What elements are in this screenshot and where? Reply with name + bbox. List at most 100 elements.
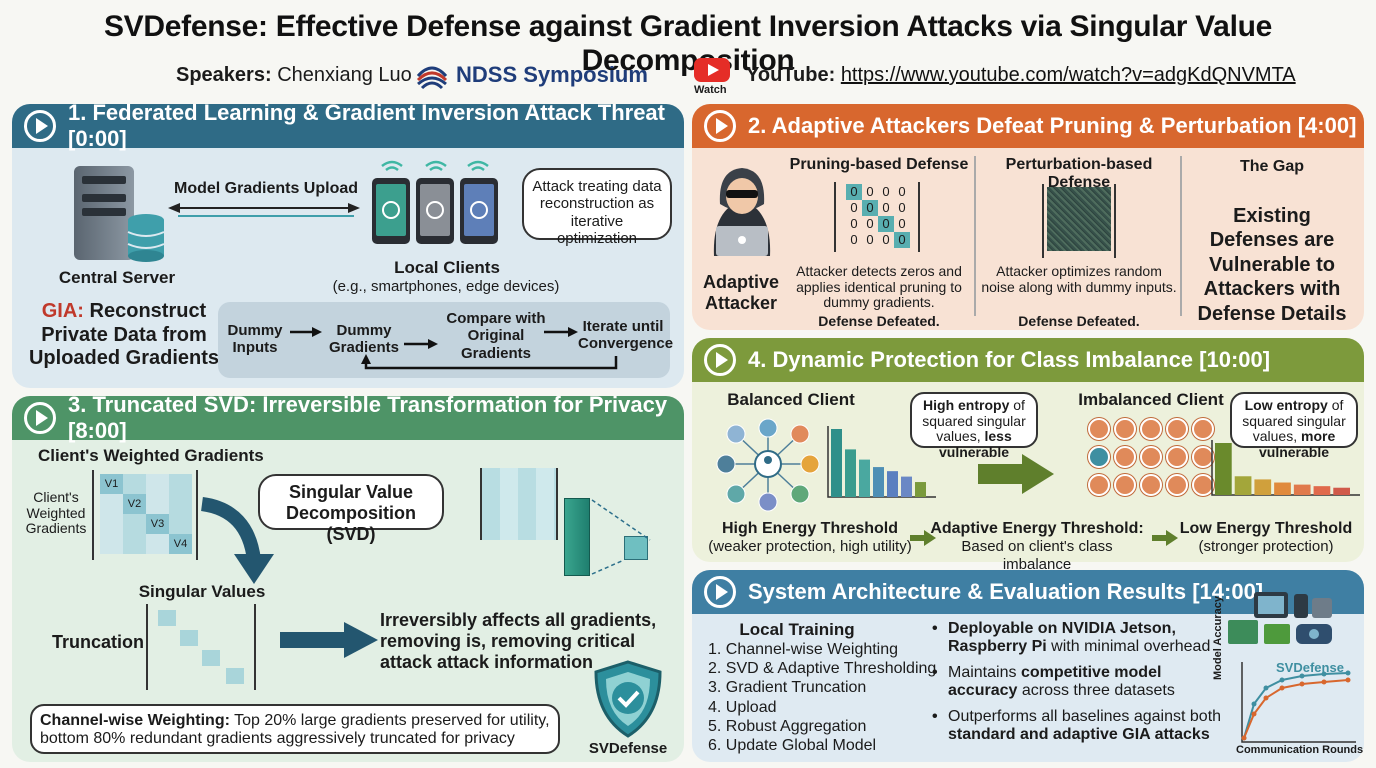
hacker-icon <box>702 160 782 260</box>
singular-values-label: Singular Values <box>138 582 266 601</box>
matrix-v1: V1 <box>100 474 123 494</box>
cwg-title: Client's Weighted Gradients <box>38 446 264 465</box>
accuracy-point <box>1263 685 1269 691</box>
truncation-label: Truncation <box>52 632 145 652</box>
step-item: 2. SVD & Adaptive Thresholding <box>708 660 937 678</box>
results-list: Deployable on NVIDIA Jetson, Raspberry P… <box>932 620 1232 751</box>
u-matrix <box>480 468 558 540</box>
cw-text: Top 20% large gradients preserved for ut… <box>40 712 550 748</box>
balanced-bubble: High entropy of squared singular values,… <box>910 392 1038 460</box>
youtube-icon <box>694 58 730 82</box>
imbalanced-bubble: Low entropy of squared singular values, … <box>1230 392 1358 460</box>
play-icon[interactable] <box>24 402 56 434</box>
server-icon <box>74 166 134 260</box>
accuracy-point <box>1321 679 1327 685</box>
bubble2-mid: of squared singular values, <box>1242 397 1346 445</box>
play-icon[interactable] <box>704 110 736 142</box>
matrix-v2: V2 <box>123 494 146 514</box>
matrix-cell: 0 <box>866 232 874 247</box>
divider <box>1180 156 1182 316</box>
client-phones <box>368 156 504 248</box>
device-icon <box>1114 446 1136 468</box>
adaptive-threshold: Adaptive Energy Threshold: Based on clie… <box>930 520 1144 573</box>
matrix-cell: 0 <box>898 200 906 215</box>
cw-label: Channel-wise Weighting: <box>40 712 230 729</box>
section-1-title: 1. Federated Learning & Gradient Inversi… <box>68 100 665 151</box>
play-icon[interactable] <box>704 576 736 608</box>
section-5-title: System Architecture & Evaluation Results… <box>748 579 1264 604</box>
device-icon <box>1192 446 1214 468</box>
adaptive-threshold-sub: Based on client's class imbalance <box>961 538 1113 573</box>
play-icon[interactable] <box>24 110 56 142</box>
sigma-block <box>564 498 590 576</box>
truncation-arrow-icon <box>280 622 378 658</box>
accuracy-chart <box>1241 662 1356 743</box>
device-icon <box>1192 418 1214 440</box>
low-threshold-sub: (stronger protection) <box>1198 538 1334 556</box>
page-title: SVDefense: Effective Defense against Gra… <box>103 10 1273 77</box>
device-icon <box>1140 446 1162 468</box>
youtube-label: YouTube: <box>746 64 836 86</box>
irreversible-text: Irreversibly affects all gradients, remo… <box>380 610 657 673</box>
step-item: 4. Upload <box>708 698 777 716</box>
device-icon <box>1088 446 1110 468</box>
device-icon <box>1114 474 1136 496</box>
adaptive-threshold-title: Adaptive Energy Threshold: <box>930 520 1144 537</box>
gia-description: GIA: Reconstruct Private Data from Uploa… <box>26 300 222 371</box>
steps-list: 1. Channel-wise Weighting 2. SVD & Adapti… <box>708 640 938 755</box>
accuracy-point <box>1241 735 1247 741</box>
matrix-cell: 0 <box>846 184 862 200</box>
upload-arrow <box>168 202 360 222</box>
section-5-header: System Architecture & Evaluation Results… <box>692 570 1364 614</box>
chart-series-label: SVDefense <box>1276 660 1344 675</box>
shield-check-icon <box>594 660 662 738</box>
section-2-panel: 2. Adaptive Attackers Defeat Pruning & P… <box>692 104 1364 330</box>
accuracy-point <box>1299 681 1305 687</box>
shield-label: SVDefense <box>588 740 668 757</box>
perturbation-column: Perturbation-based Defense Attacker opti… <box>980 156 1178 329</box>
high-threshold-sub: (weaker protection, high utility) <box>708 538 912 556</box>
bar <box>1254 479 1272 495</box>
section-2-header: 2. Adaptive Attackers Defeat Pruning & P… <box>692 104 1364 148</box>
v-block <box>624 536 648 560</box>
flow-arrows <box>290 327 618 370</box>
play-icon[interactable] <box>704 344 736 376</box>
bar <box>859 459 870 497</box>
high-threshold: High Energy Threshold (weaker protection… <box>702 520 918 556</box>
svd-dashes <box>591 499 651 575</box>
gia-label: GIA: <box>41 300 84 322</box>
gia-text: Reconstruct Private Data from Uploaded G… <box>28 300 220 370</box>
big-arrow-icon <box>978 454 1054 494</box>
attack-flow: Dummy Inputs Dummy Gradients Compare wit… <box>218 302 673 378</box>
gap-text: Existing Defenses are Vulnerable to Atta… <box>1197 205 1347 325</box>
matrix-cell: 0 <box>882 200 890 215</box>
matrix-cell: 0 <box>850 216 858 231</box>
section-1-panel: 1. Federated Learning & Gradient Inversi… <box>12 100 684 388</box>
step-item: 1. Channel-wise Weighting <box>708 641 899 658</box>
accuracy-point <box>1279 677 1285 683</box>
perturbation-defeated: Defense Defeated. <box>1018 313 1140 329</box>
bar <box>845 449 856 497</box>
device-icon <box>1114 418 1136 440</box>
section-3-panel: 3. Truncated SVD: Irreversible Transform… <box>12 392 684 762</box>
singular-values-matrix <box>146 604 256 690</box>
accuracy-point <box>1345 670 1351 676</box>
accuracy-point <box>1345 677 1351 683</box>
local-training-title: Local Training <box>739 620 855 639</box>
youtube-link[interactable]: https://www.youtube.com/watch?v=adgKdQNV… <box>840 64 1296 86</box>
channel-weighting-bubble: Channel-wise Weighting: Top 20% large gr… <box>30 704 560 754</box>
arrow-right-icon <box>910 530 936 546</box>
matrix-cell: 0 <box>882 184 890 199</box>
bar <box>915 482 926 497</box>
step-item: 6. Update Global Model <box>708 736 877 754</box>
accuracy-point <box>1299 673 1305 679</box>
accuracy-line <box>1243 679 1349 739</box>
high-threshold-title: High Energy Threshold <box>721 520 898 537</box>
weighted-matrix: V1 V2 V3 V4 <box>92 470 198 560</box>
server-label: Central Server <box>58 268 176 287</box>
bar <box>831 429 842 497</box>
device-icon <box>1140 474 1162 496</box>
